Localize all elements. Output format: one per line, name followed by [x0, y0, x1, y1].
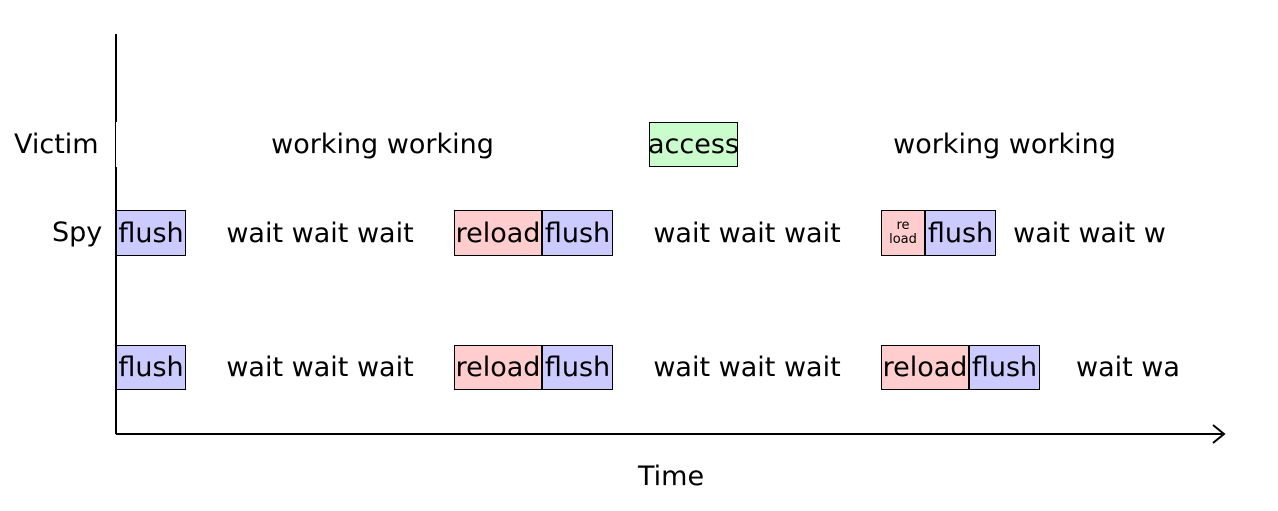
alt-flush-segment: flush	[969, 345, 1040, 390]
x-axis-arrowhead	[1212, 424, 1226, 444]
spy-wait-segment: wait wait wait	[613, 210, 881, 256]
spy-wait-segment: wait wait wait	[186, 210, 454, 256]
spy-row-label: Spy	[52, 217, 103, 248]
alt-wait-segment: wait wait wait	[186, 345, 454, 390]
spy-flush-segment: flush	[116, 210, 186, 256]
alt-wait-segment: wait wait wait	[613, 345, 881, 390]
alt-wait-segment: wait wa	[1040, 345, 1218, 390]
alt-reload-segment: reload	[454, 345, 542, 390]
x-axis-title: Time	[638, 461, 705, 492]
victim-access-segment: access	[649, 122, 738, 167]
victim-row-label: Victim	[14, 129, 99, 160]
victim-working-segment: working working	[116, 122, 649, 167]
victim-working-segment: working working	[738, 122, 1271, 167]
alt-reload-segment: reload	[881, 345, 969, 390]
spy-wait-segment: wait wait w	[996, 210, 1183, 256]
spy-reload-short-segment: re load	[881, 210, 925, 256]
spy-reload-segment: reload	[454, 210, 542, 256]
alt-flush-segment: flush	[116, 345, 186, 390]
alt-flush-segment: flush	[542, 345, 613, 390]
reload-short-top-text: re	[896, 218, 910, 233]
spy-flush-segment: flush	[925, 210, 996, 256]
reload-short-bottom-text: load	[889, 232, 917, 247]
spy-flush-segment: flush	[542, 210, 613, 256]
